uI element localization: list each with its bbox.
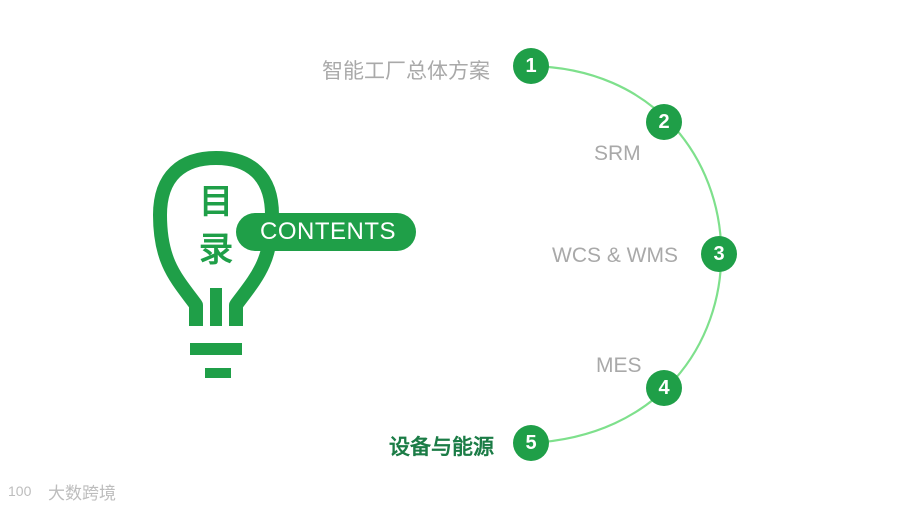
watermark-text: 大数跨境 [48,483,116,503]
toc-item-4-label[interactable]: MES [596,354,642,377]
toc-item-5-label[interactable]: 设备与能源 [389,436,494,459]
toc-item-1-label[interactable]: 智能工厂总体方案 [322,60,490,83]
watermark-logo-icon: 100 [8,483,32,499]
svg-text:100: 100 [8,483,32,499]
contents-badge: CONTENTS [236,213,416,251]
title-char-1: 目 [199,183,233,221]
watermark: 100 大数跨境 [8,480,116,503]
toc-item-5-number[interactable]: 5 [513,425,549,461]
toc-item-3-number[interactable]: 3 [701,236,737,272]
toc-item-3-label[interactable]: WCS & WMS [552,244,678,267]
toc-item-4-number[interactable]: 4 [646,370,682,406]
toc-item-2-label[interactable]: SRM [594,142,641,165]
title-char-2: 录 [199,231,233,269]
toc-item-1-number[interactable]: 1 [513,48,549,84]
toc-item-2-number[interactable]: 2 [646,104,682,140]
